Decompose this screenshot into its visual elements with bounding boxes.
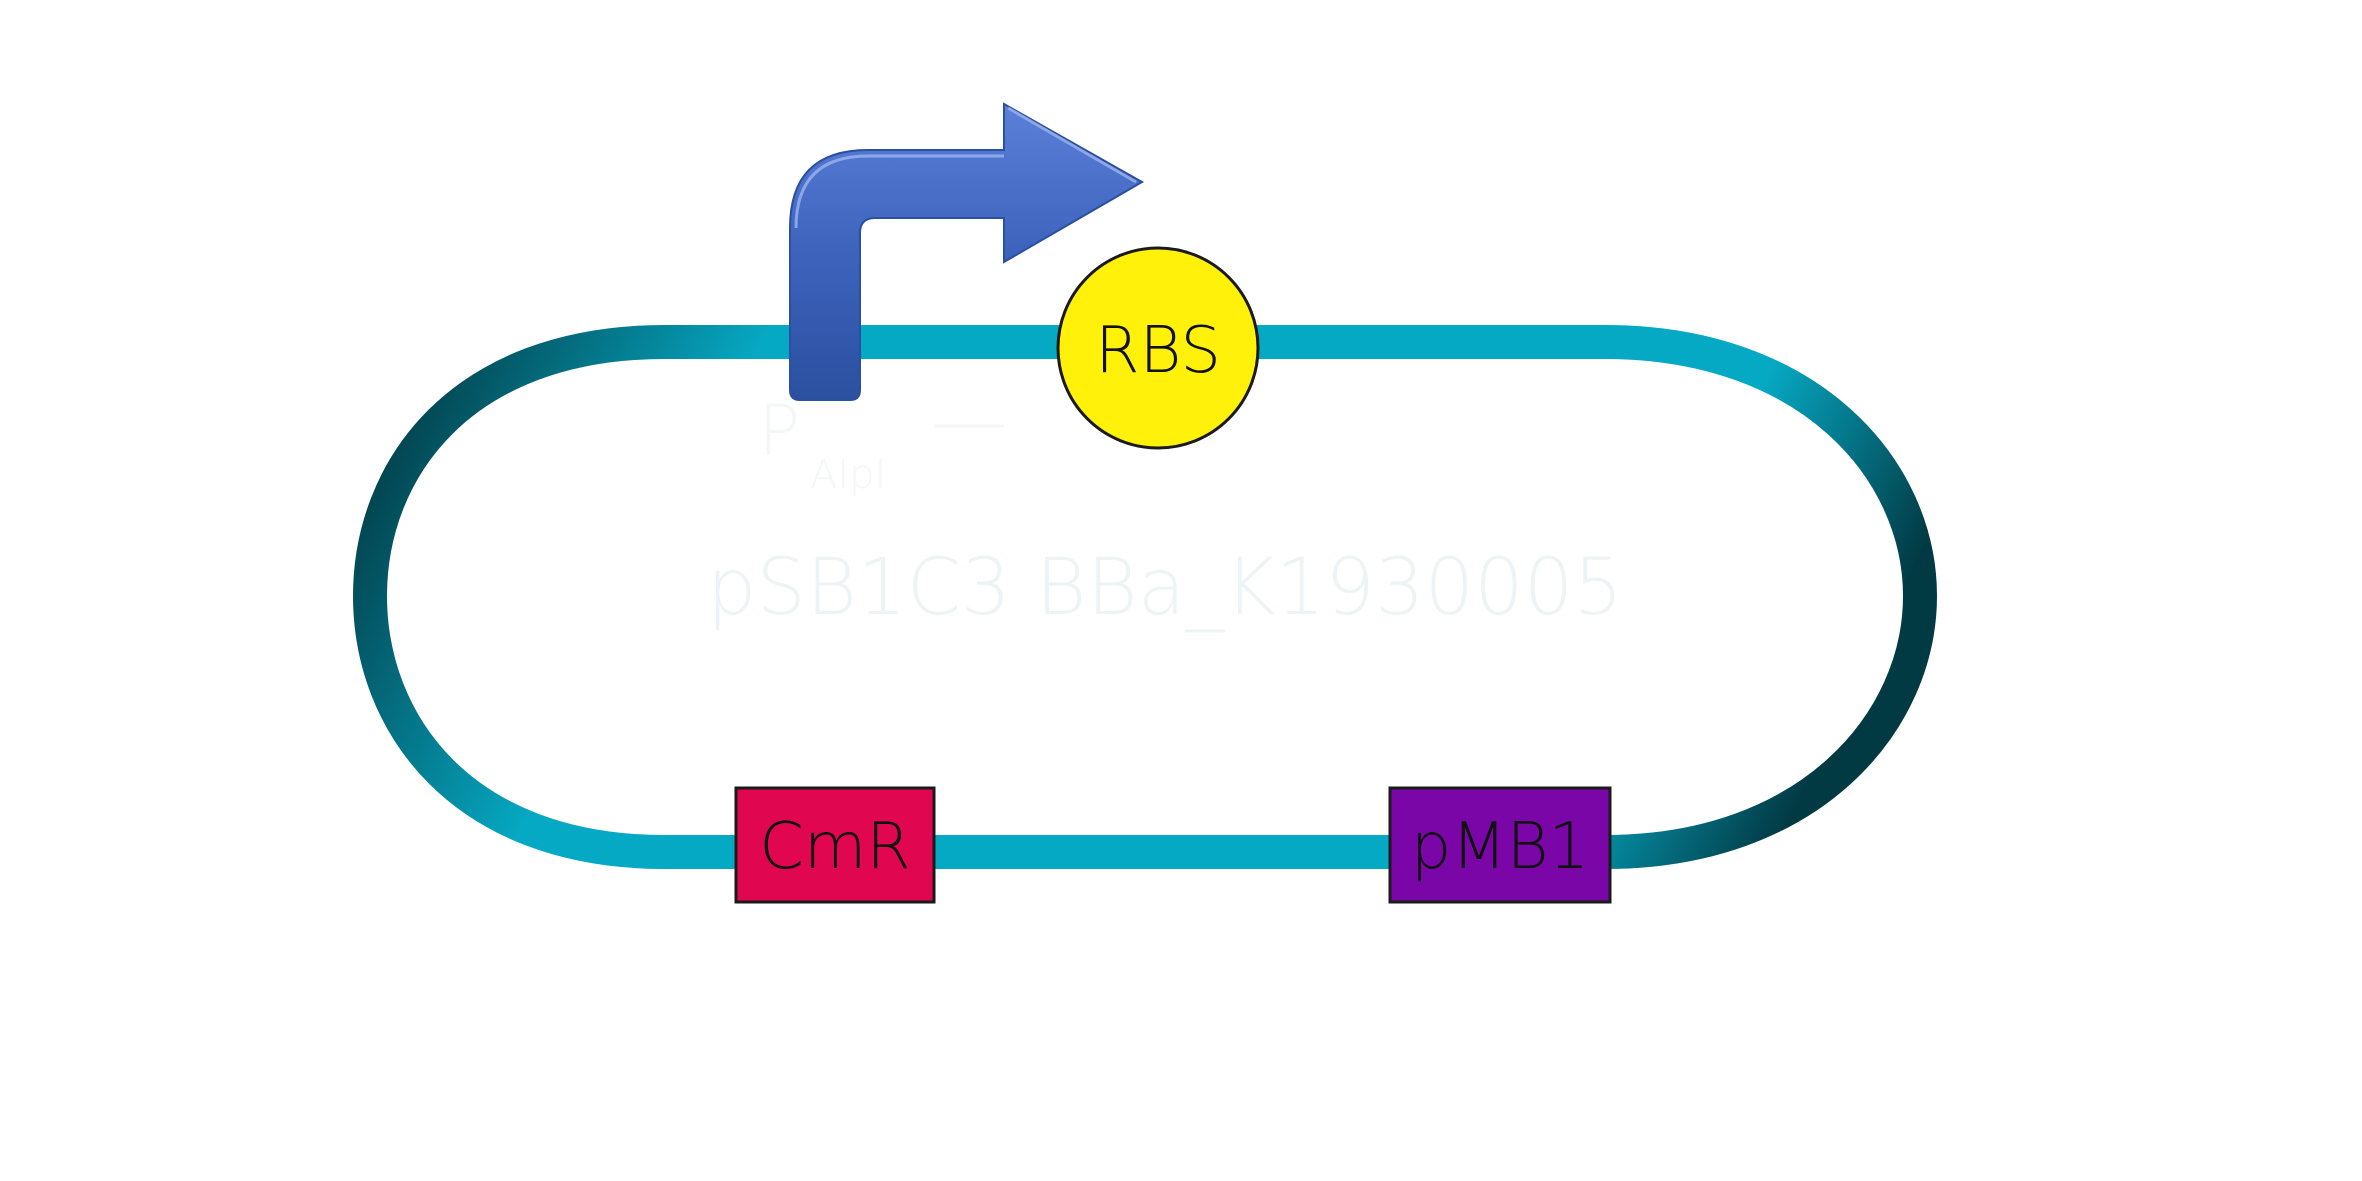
rbs-label: RBS bbox=[1095, 314, 1221, 388]
bent-arrow-promoter-icon bbox=[789, 102, 1145, 401]
cmr-label: CmR bbox=[759, 810, 911, 884]
promoter-arrow-highlight bbox=[794, 106, 1137, 229]
promoter-subscript: AIpI bbox=[810, 452, 886, 498]
promoter-part: P AIpI bbox=[758, 102, 1145, 498]
cmr-box bbox=[734, 786, 936, 904]
pmb1-box bbox=[1388, 786, 1612, 904]
plasmid-title: pSB1C3 BBa_K1930005 bbox=[707, 543, 1623, 633]
pmb1-part: pMB1 bbox=[1388, 786, 1612, 904]
promoter-label: P bbox=[758, 390, 800, 472]
circle-rbs-icon bbox=[1056, 246, 1260, 450]
pmb1-label: pMB1 bbox=[1411, 810, 1589, 884]
cmr-part: CmR bbox=[734, 786, 936, 904]
rbs-part: RBS bbox=[1056, 246, 1260, 450]
